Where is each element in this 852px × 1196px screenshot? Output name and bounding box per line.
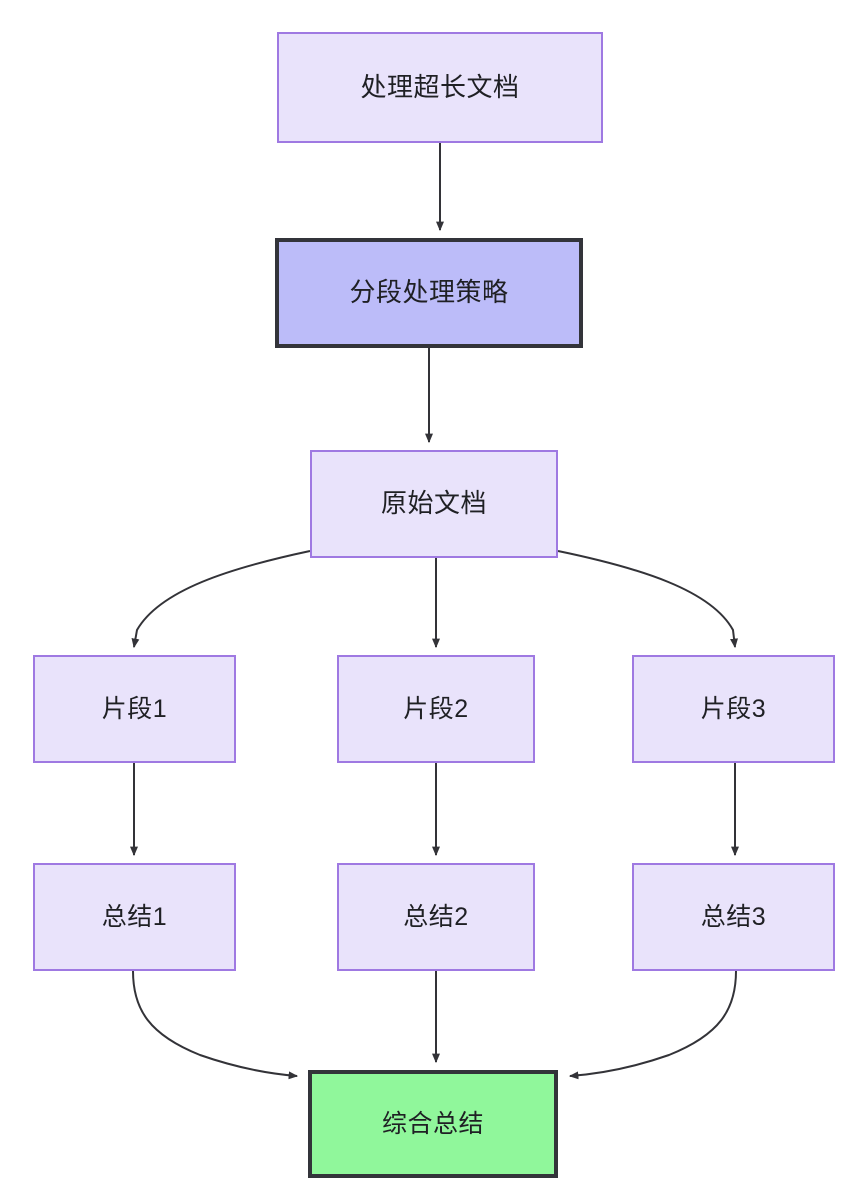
node-fragment-1[interactable]: 片段1	[33, 655, 236, 763]
node-label: 片段3	[700, 695, 767, 723]
node-label: 总结1	[101, 903, 168, 931]
node-label: 总结2	[403, 903, 469, 931]
node-process-long-document[interactable]: 处理超长文档	[277, 32, 603, 143]
edge-n3-n4	[131, 550, 311, 649]
edge-n7-n10	[132, 970, 299, 1080]
node-label: 片段1	[101, 695, 168, 723]
edge-n3-n6	[557, 550, 738, 649]
node-summary-3[interactable]: 总结3	[632, 863, 835, 971]
node-label: 分段处理策略	[349, 277, 509, 308]
node-label: 综合总结	[381, 1110, 484, 1138]
node-summary-2[interactable]: 总结2	[337, 863, 535, 971]
node-label: 原始文档	[380, 488, 487, 519]
node-comprehensive-summary[interactable]: 综合总结	[308, 1070, 558, 1178]
edge-n9-n10	[568, 970, 737, 1080]
node-original-document[interactable]: 原始文档	[310, 450, 558, 558]
node-label: 总结3	[700, 903, 767, 931]
node-summary-1[interactable]: 总结1	[33, 863, 236, 971]
node-label: 处理超长文档	[360, 71, 520, 102]
node-label: 片段2	[403, 695, 469, 723]
node-fragment-3[interactable]: 片段3	[632, 655, 835, 763]
node-fragment-2[interactable]: 片段2	[337, 655, 535, 763]
node-chunking-strategy[interactable]: 分段处理策略	[275, 238, 583, 348]
